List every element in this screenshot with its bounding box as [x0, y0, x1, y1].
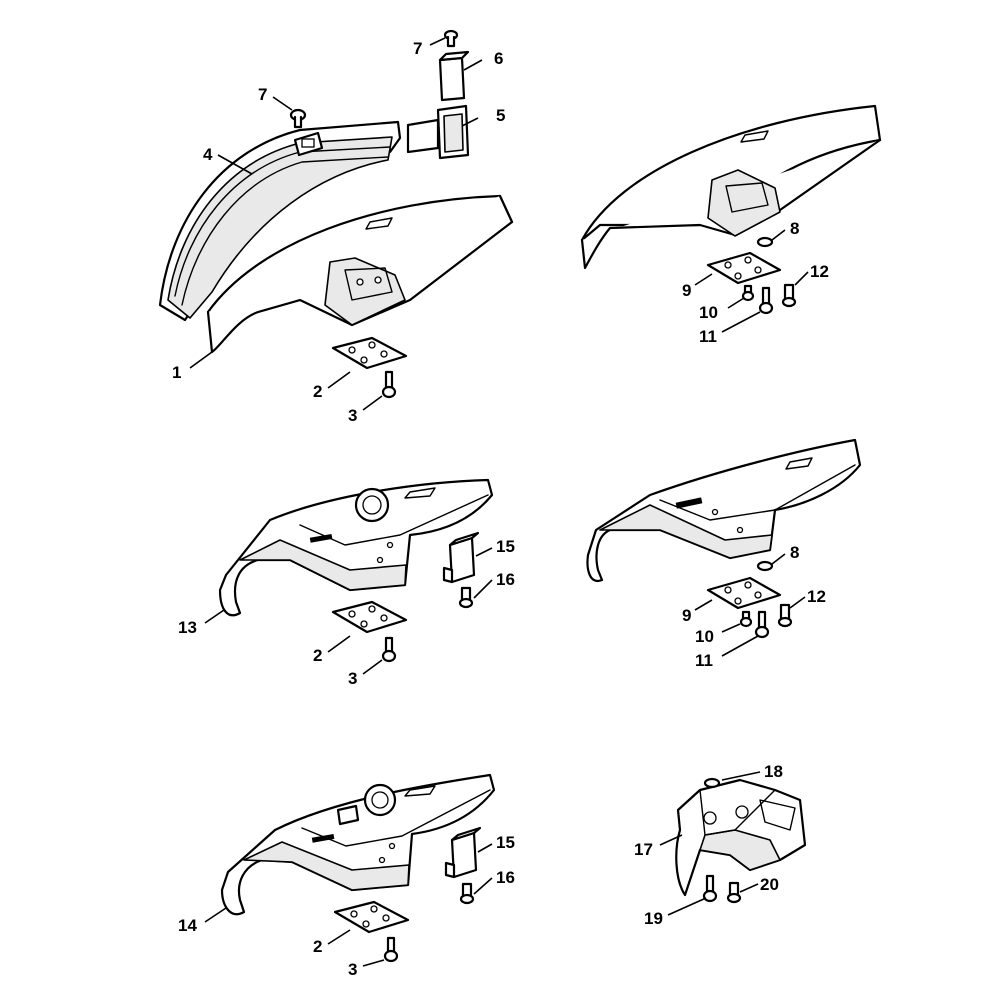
screw-10-a	[741, 284, 755, 302]
callout-3: 3	[348, 960, 357, 979]
callout-6: 6	[494, 49, 503, 68]
callout-10: 10	[695, 627, 714, 646]
callout-8: 8	[790, 543, 799, 562]
washer-8-a	[756, 236, 774, 248]
plate-9-a	[706, 251, 782, 285]
guard-1	[206, 194, 514, 354]
callout-18: 18	[764, 762, 783, 781]
screw-3-b	[381, 636, 397, 663]
callout-11: 11	[699, 327, 717, 346]
callout-2: 2	[313, 937, 322, 956]
screw-19	[702, 874, 718, 903]
screw-11-a	[758, 286, 774, 315]
guard-right-middle	[586, 438, 862, 583]
screw-12-a	[781, 283, 797, 308]
callout-3: 3	[348, 669, 357, 688]
callout-7: 7	[413, 39, 422, 58]
bracket-6	[438, 50, 470, 102]
plate-2-b	[331, 600, 408, 634]
mounting-bracket-17	[675, 778, 807, 897]
bracket-5	[406, 104, 470, 160]
callout-13: 13	[178, 618, 197, 637]
screw-20	[726, 881, 742, 904]
callout-2: 2	[313, 646, 322, 665]
callout-5: 5	[496, 106, 505, 125]
washer-18	[703, 777, 721, 789]
plate-9-b	[706, 576, 782, 610]
callout-labels: 1 2 3 4 5 6 7 7 8 9 10 11 12 13 2 3 15 1…	[172, 39, 829, 979]
callout-14: 14	[178, 916, 197, 935]
callout-16: 16	[496, 570, 515, 589]
screw-12-b	[777, 603, 793, 628]
plate-2-c	[333, 900, 410, 934]
callout-9: 9	[682, 281, 691, 300]
screw-16-a	[458, 586, 474, 609]
screw-7-top-left	[289, 108, 307, 129]
callout-9: 9	[682, 606, 691, 625]
callout-2: 2	[313, 382, 322, 401]
guard-top-right	[580, 104, 882, 270]
callout-4: 4	[203, 145, 213, 164]
callout-12: 12	[807, 587, 826, 606]
callout-3: 3	[348, 406, 357, 425]
bracket-15-b	[444, 826, 482, 879]
callout-17: 17	[634, 840, 653, 859]
bracket-15-a	[442, 531, 480, 584]
callout-8: 8	[790, 219, 799, 238]
callout-15: 15	[496, 833, 515, 852]
callout-20: 20	[760, 875, 779, 894]
washer-8-b	[756, 560, 774, 572]
screw-7-top	[443, 29, 459, 48]
callout-7: 7	[258, 85, 267, 104]
callout-15: 15	[496, 537, 515, 556]
leader-lines	[189, 37, 809, 967]
guard-13	[218, 478, 494, 617]
callout-1: 1	[172, 363, 181, 382]
callout-11: 11	[695, 651, 713, 670]
callout-12: 12	[810, 262, 829, 281]
screw-11-b	[754, 610, 770, 639]
callout-19: 19	[644, 909, 663, 928]
screw-3-a	[381, 370, 397, 399]
screw-10-b	[739, 610, 753, 628]
screw-3-c	[383, 936, 399, 963]
callout-10: 10	[699, 303, 718, 322]
screw-16-b	[459, 882, 475, 905]
plate-2-a	[331, 336, 408, 370]
deflector-skirt-4	[158, 120, 402, 322]
guard-14	[220, 773, 496, 916]
callout-16: 16	[496, 868, 515, 887]
